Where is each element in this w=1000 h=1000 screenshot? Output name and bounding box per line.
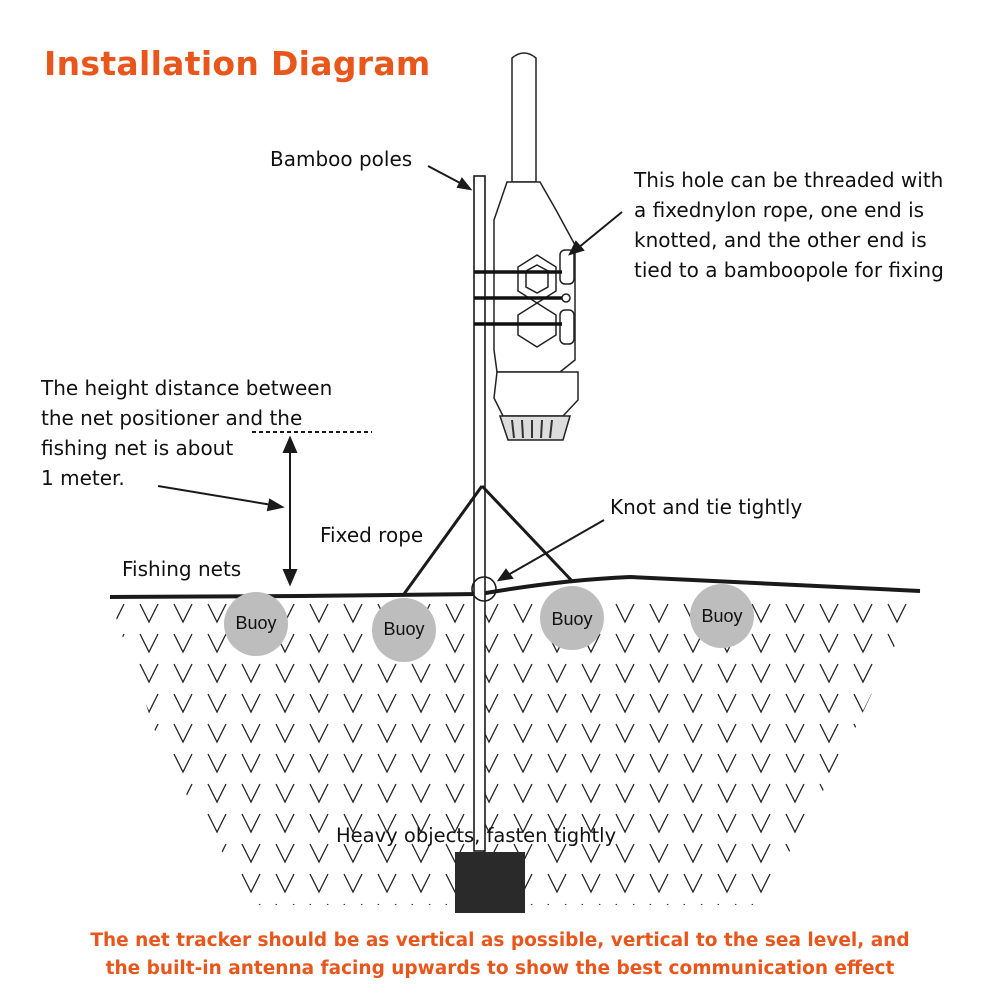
buoy-3 [540, 586, 604, 650]
fixed-rope-lines [402, 484, 575, 595]
footer-note: The net tracker should be as vertical as… [0, 927, 1000, 983]
net-tracker-device-icon [493, 52, 579, 441]
bamboo-poles-label: Bamboo poles [270, 147, 413, 171]
height-note-line: The height distance between [41, 376, 333, 400]
hole-note-line: This hole can be threaded with [634, 168, 944, 192]
buoy-label: Buoy [235, 613, 277, 633]
height-indicator [252, 431, 372, 587]
knot-marker [471, 576, 497, 602]
buoys [224, 584, 754, 662]
buoy-label: Buoy [701, 606, 743, 626]
annotation-arrows [157, 165, 623, 582]
knot-label: Knot and tie tightly [610, 495, 803, 519]
hole-note-line: a fixednylon rope, one end is [634, 198, 925, 222]
buoy-label: Buoy [383, 619, 425, 639]
buoy-label: Buoy [551, 609, 593, 629]
weight-block-icon [455, 852, 525, 913]
buoy-1 [224, 592, 288, 656]
bamboo-pole-icon [473, 175, 486, 852]
footer-line: the built-in antenna facing upwards to s… [105, 958, 895, 979]
fishing-nets-label: Fishing nets [122, 557, 242, 581]
height-note-line: fishing net is about [41, 436, 234, 460]
height-note-line: 1 meter. [41, 466, 125, 490]
buoy-2 [372, 598, 436, 662]
height-note-line: the net positioner and the [41, 406, 303, 430]
heavy-objects-label: Heavy objects, fasten tightly [336, 824, 617, 847]
binding-straps [474, 270, 562, 326]
hole-note-line: knotted, and the other end is [634, 228, 927, 252]
footer-line: The net tracker should be as vertical as… [90, 930, 910, 951]
diagram-title: Installation Diagram [44, 44, 431, 83]
fixed-rope-label: Fixed rope [320, 523, 424, 547]
buoy-4 [690, 584, 754, 648]
hole-note-line: tied to a bamboopole for fixing [634, 258, 944, 282]
